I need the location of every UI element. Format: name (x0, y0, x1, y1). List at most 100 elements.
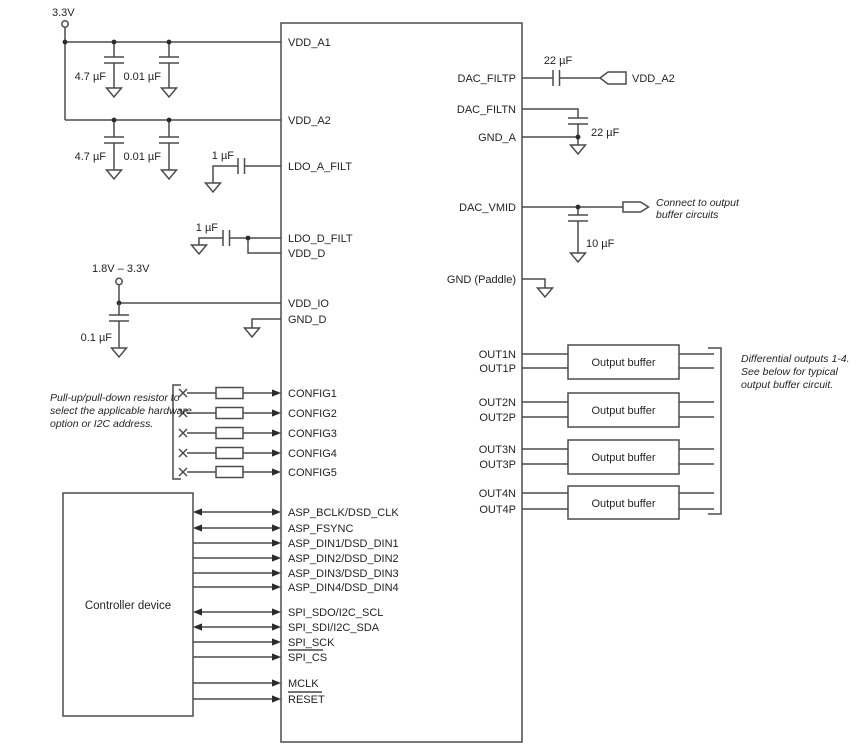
output-buffer-label: Output buffer (591, 498, 655, 510)
pin-config3: CONFIG3 (288, 428, 337, 440)
pin-dac-vmid: DAC_VMID (459, 202, 516, 214)
arrowhead-icon (272, 449, 281, 457)
config4-resistor (178, 446, 281, 460)
gnd-d-connection (243, 318, 281, 338)
output-buffer-label: Output buffer (591, 452, 655, 464)
pin-spi-cs: SPI_CS (288, 652, 327, 664)
pin-spi-sdo: SPI_SDO/I2C_SCL (288, 607, 383, 619)
signal-spi-sdi (193, 623, 281, 631)
pin-asp-fsync: ASP_FSYNC (288, 523, 353, 535)
pin-config2: CONFIG2 (288, 408, 337, 420)
cap-ldo-a-filt: 1 µF (204, 150, 281, 193)
dac-filtp-circuit: 22 µF VDD_A2 (522, 55, 675, 87)
pin-config1: CONFIG1 (288, 388, 337, 400)
ground-icon (569, 252, 587, 263)
arrowhead-icon (272, 653, 281, 661)
ground-icon (160, 169, 178, 180)
arrowhead-icon (272, 608, 281, 616)
supply-io-label: 1.8V – 3.3V (92, 263, 150, 275)
config2-resistor (178, 406, 281, 420)
arrowhead-icon (272, 539, 281, 547)
arrowhead-icon (272, 623, 281, 631)
cap-value: 10 µF (586, 238, 615, 250)
vmid-note-line1: Connect to output (656, 197, 740, 209)
junction-dot (575, 134, 581, 140)
signal-mclk (193, 679, 281, 687)
ground-icon (105, 169, 123, 180)
config3-resistor (178, 426, 281, 440)
buffer-output-wires (679, 353, 714, 510)
pin-dac-filtn: DAC_FILTN (457, 104, 516, 116)
arrowhead-icon (272, 524, 281, 532)
pin-out2p: OUT2P (479, 412, 516, 424)
cap-value: 22 µF (591, 127, 620, 139)
arrowhead-icon (272, 468, 281, 476)
ground-icon (569, 144, 587, 155)
arrowhead-icon (272, 695, 281, 703)
capacitor-icon (222, 229, 231, 247)
gnd-paddle-connection (522, 278, 554, 298)
controller-device-label: Controller device (85, 600, 171, 612)
junction-dot (575, 204, 581, 210)
capacitor-icon (567, 214, 589, 222)
resistor-icon (215, 426, 244, 440)
pin-asp-din1: ASP_DIN1/DSD_DIN1 (288, 538, 399, 550)
junction-dot (62, 39, 68, 45)
pin-asp-din2: ASP_DIN2/DSD_DIN2 (288, 553, 399, 565)
pin-spi-sck: SPI_SCK (288, 637, 335, 649)
resistor-icon (215, 406, 244, 420)
pin-out3p: OUT3P (479, 459, 516, 471)
arrowhead-icon (272, 389, 281, 397)
config-bracket (172, 384, 181, 480)
diff-note-line1: Differential outputs 1-4. (741, 353, 850, 365)
ground-icon (160, 87, 178, 98)
dac-chip-outline (280, 22, 523, 743)
pin-gnd-d: GND_D (288, 314, 327, 326)
pin-out1n: OUT1N (479, 349, 516, 361)
arrowhead-icon (272, 508, 281, 516)
cap-vdd-a1-bulk: 4.7 µF (75, 39, 125, 98)
cap-vdd-a2-bulk: 4.7 µF (75, 117, 125, 180)
arrowhead-icon (193, 508, 202, 516)
config-note-line1: Pull-up/pull-down resistor to (50, 392, 180, 404)
outputs-bracket (708, 347, 722, 515)
capacitor-icon (567, 117, 589, 125)
cap-value: 4.7 µF (75, 151, 107, 163)
net-tag-icon (598, 71, 627, 85)
cap-ldo-d-filt: 1 µF (190, 222, 281, 255)
resistor-icon (215, 465, 244, 479)
pin-out3n: OUT3N (479, 444, 516, 456)
cap-vdd-io: 0.1 µF (81, 303, 130, 358)
ground-icon (243, 327, 261, 338)
supply-3v3-terminal-icon (61, 20, 69, 28)
diff-note-line3: output buffer circuit. (741, 379, 833, 391)
output-buffer-2: Output buffer (567, 392, 680, 428)
cap-value: 0.01 µF (123, 151, 161, 163)
config-note-line2: select the applicable hardware (50, 405, 192, 417)
out-pin-wires (522, 353, 568, 510)
pin-asp-din3: ASP_DIN3/DSD_DIN3 (288, 568, 399, 580)
dac-filtn-circuit: 22 µF (522, 108, 620, 155)
resistor-icon (215, 446, 244, 460)
signal-asp-bclk (193, 508, 281, 516)
signal-reset (193, 695, 281, 703)
cap-value: 1 µF (196, 222, 219, 234)
arrowhead-icon (193, 524, 202, 532)
pin-spi-sdi: SPI_SDI/I2C_SDA (288, 622, 380, 634)
ground-icon (204, 182, 222, 193)
pin-out2n: OUT2N (479, 397, 516, 409)
pin-dac-filtp: DAC_FILTP (458, 73, 516, 85)
capacitor-icon (158, 56, 180, 64)
signal-asp-din3 (193, 569, 281, 577)
pin-out4p: OUT4P (479, 504, 516, 516)
arrowhead-icon (272, 554, 281, 562)
output-buffer-label: Output buffer (591, 357, 655, 369)
controller-device-box (62, 492, 194, 717)
arrowhead-icon (193, 623, 202, 631)
vmid-note-line2: buffer circuits (656, 209, 719, 221)
net-tag-label: VDD_A2 (632, 73, 675, 85)
pin-config5: CONFIG5 (288, 467, 337, 479)
resistor-icon (215, 386, 244, 400)
